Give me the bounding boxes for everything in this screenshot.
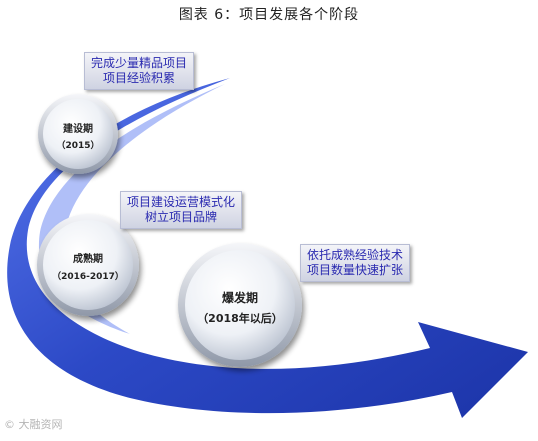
stage-note-2: 项目建设运营模式化 树立项目品牌 (120, 191, 243, 229)
stage-year: （2015） (56, 141, 100, 151)
note-line: 依托成熟经验技术 (307, 248, 404, 262)
stage-label-1: 建设期 （2015） (43, 120, 113, 151)
stage-note-1: 完成少量精品项目 项目经验积累 (84, 52, 195, 90)
note-line: 项目经验积累 (103, 71, 176, 85)
stage-name: 建设期 (63, 124, 93, 135)
stage-label-3: 爆发期 （2018年以后） (185, 289, 295, 326)
stage-label-2: 成熟期 （2016-2017） (43, 250, 133, 282)
swoosh-highlight (38, 84, 225, 334)
note-line: 树立项目品牌 (145, 210, 218, 224)
watermark: © 大融资网 (4, 418, 63, 431)
note-line: 完成少量精品项目 (91, 56, 188, 70)
stage-year: （2018年以后） (197, 312, 283, 325)
swoosh-arrow (7, 78, 529, 418)
figure-title: 图表 6：项目发展各个阶段 (178, 7, 360, 23)
note-line: 项目数量快速扩张 (307, 263, 404, 277)
stage-year: （2016-2017） (52, 272, 124, 282)
note-line: 项目建设运营模式化 (127, 195, 236, 209)
stage-name: 成熟期 (73, 254, 103, 265)
stage-note-3: 依托成熟经验技术 项目数量快速扩张 (300, 244, 411, 282)
stage-name: 爆发期 (221, 291, 258, 305)
